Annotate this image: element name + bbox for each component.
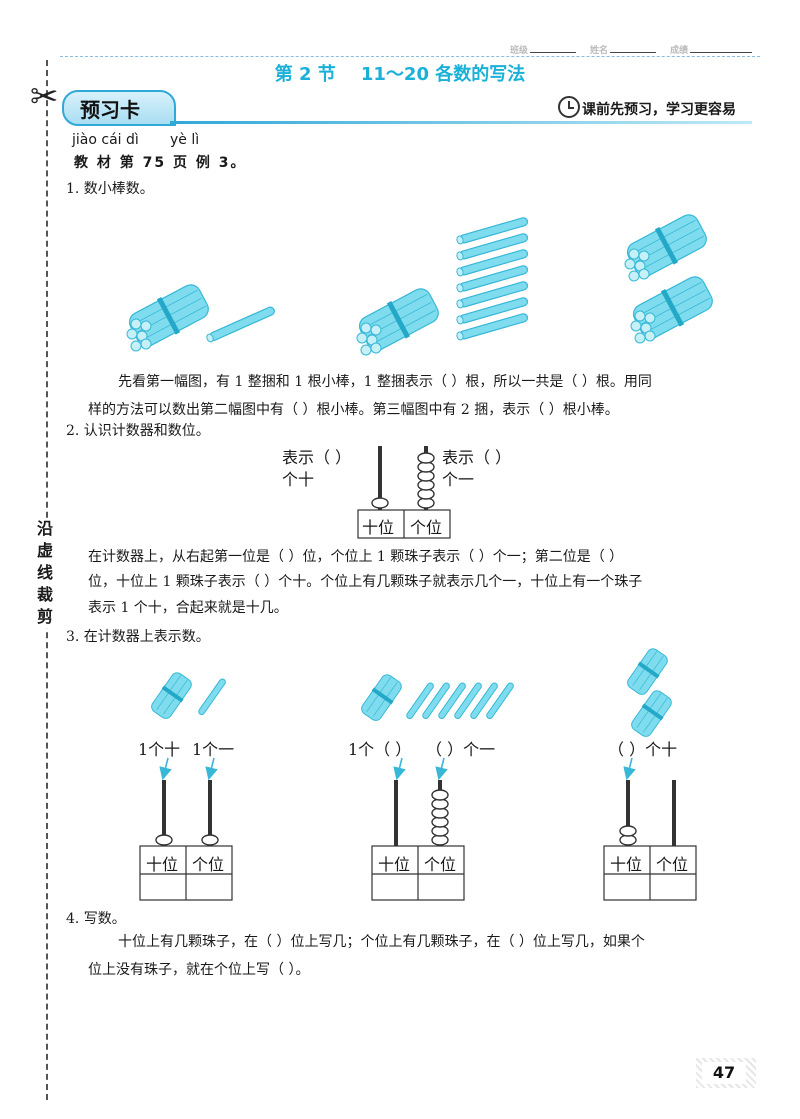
- bundle-of-ten: [354, 283, 444, 357]
- ones-place-label: 个位: [410, 518, 443, 537]
- class-field[interactable]: 班级: [510, 43, 577, 56]
- q3-b-ones-answer[interactable]: [428, 878, 458, 896]
- q3-c-tens-answer[interactable]: [616, 878, 646, 896]
- scissors-icon: ✂: [30, 77, 59, 117]
- abacus-bead: [417, 452, 435, 464]
- question-4-title: 4. 写数。: [66, 911, 126, 927]
- q3-b-tens-label: 十位: [378, 855, 411, 874]
- q3-a-label-2: 1个一: [192, 740, 235, 759]
- section-title: 第 2 节 11～20 各数的写法: [274, 64, 526, 85]
- cut-char: 剪: [36, 607, 53, 626]
- q3-b-label-2: （ ）个一: [426, 740, 496, 759]
- card-label: 预习卡: [80, 98, 140, 122]
- q3-a-ones-label: 个位: [192, 855, 225, 874]
- pinyin-textbook: jiào cái dì: [72, 132, 139, 148]
- q2-label-ones-1: 表示（ ）: [442, 448, 512, 467]
- q1-line-1: 先看第一幅图，有 1 整捆和 1 根小棒，1 整捆表示（ ）根，所以一共是（ ）…: [118, 374, 652, 390]
- cut-char: 裁: [36, 585, 53, 604]
- q3-b-label-1: 1个（ ）: [348, 740, 412, 759]
- q3-b-sticks: [405, 681, 516, 721]
- abacus-q3-b: [371, 780, 465, 901]
- q3-b-tens-answer[interactable]: [384, 878, 414, 896]
- q3-a-tens-label: 十位: [146, 855, 179, 874]
- q4-line-2: 位上没有珠子，就在个位上写（ ）。: [88, 962, 310, 978]
- field-label: 成绩: [670, 46, 689, 56]
- cut-char: 虚: [36, 541, 53, 560]
- q3-b-ones-label: 个位: [424, 855, 457, 874]
- q4-line-1: 十位上有几颗珠子，在（ ）位上写几；个位上有几颗珠子，在（ ）位上写几，如果个: [118, 934, 645, 950]
- loose-sticks: [455, 216, 529, 342]
- q3-c-tens-label: 十位: [610, 855, 643, 874]
- single-stick: [205, 305, 277, 344]
- abacus-q3-c: [603, 780, 697, 901]
- field-label: 班级: [510, 46, 529, 56]
- bundle-of-ten: [628, 271, 718, 345]
- card-tab: [62, 90, 176, 126]
- pinyin-example: yè lì: [170, 132, 200, 148]
- question-1-title: 1. 数小棒数。: [66, 181, 154, 197]
- q3-b-bundle: [357, 671, 405, 724]
- q3-a-ones-answer[interactable]: [196, 878, 226, 896]
- cut-char: 线: [36, 563, 53, 582]
- q3-arrows: [159, 757, 636, 781]
- q2-label-ones-2: 个一: [442, 470, 475, 489]
- card-rule: [170, 121, 752, 124]
- bundle-of-ten: [622, 209, 712, 283]
- question-3-title: 3. 在计数器上表示数。: [66, 629, 210, 645]
- tens-place-label: 十位: [362, 518, 395, 537]
- q2-label-tens-1: 表示（ ）: [282, 448, 352, 467]
- bundle-of-ten: [124, 279, 214, 353]
- q3-a-tens-answer[interactable]: [152, 878, 182, 896]
- cut-char: 沿: [36, 519, 53, 538]
- q3-a-label-1: 1个十: [138, 740, 181, 759]
- q3-a-bundle: [147, 669, 195, 722]
- q3-a-stick: [197, 677, 228, 717]
- q2-label-tens-2: 个十: [282, 470, 315, 489]
- q3-c-label: （ ）个十: [608, 740, 678, 759]
- abacus-bead: [431, 789, 449, 801]
- q2-line-3: 表示 1 个十，合起来就是十几。: [88, 600, 288, 616]
- abacus-q2: [357, 446, 451, 539]
- q1-line-2: 样的方法可以数出第二幅图中有（ ）根小棒。第三幅图中有 2 捆，表示（ ）根小棒…: [88, 402, 619, 418]
- cut-instruction: 沿 虚 线 裁 剪: [32, 518, 58, 628]
- clock-icon: [558, 96, 580, 118]
- score-field[interactable]: 成绩: [670, 43, 753, 56]
- name-field[interactable]: 姓名: [590, 43, 657, 56]
- q2-line-1: 在计数器上，从右起第一位是（ ）位，个位上 1 颗珠子表示（ ）个一；第二位是（…: [88, 549, 624, 565]
- q2-line-2: 位，十位上 1 颗珠子表示（ ）个十。个位上有几颗珠子就表示几个一，十位上有一个…: [88, 574, 643, 590]
- abacus-bead: [619, 825, 637, 837]
- q3-c-ones-label: 个位: [656, 855, 689, 874]
- q3-c-bundles: [623, 645, 675, 740]
- q3-c-ones-answer[interactable]: [660, 878, 690, 896]
- question-2-title: 2. 认识计数器和数位。: [66, 423, 210, 439]
- page-number: 47: [702, 1062, 746, 1084]
- tagline: 课前先预习，学习更容易: [582, 102, 736, 118]
- field-label: 姓名: [590, 46, 609, 56]
- header-rule: [60, 56, 760, 57]
- abacus-q3-a: [139, 780, 233, 901]
- textbook-reference: 教 材 第 75 页 例 3。: [74, 155, 247, 171]
